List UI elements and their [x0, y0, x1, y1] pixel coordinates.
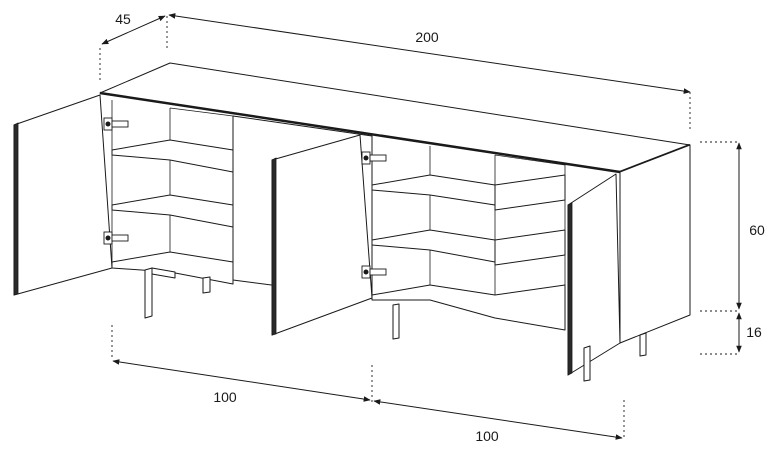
leg-height-label: 16: [746, 324, 762, 340]
middle-door: [271, 134, 373, 336]
right-side-panel: [619, 144, 691, 344]
body-height-label: 60: [749, 222, 765, 238]
hinge-icon: [361, 151, 387, 165]
module-right-label: 100: [475, 428, 499, 444]
legs: [144, 267, 647, 382]
hinge-icon: [103, 231, 129, 245]
module-left-label: 100: [213, 389, 237, 405]
right-door: [567, 173, 621, 376]
left-door: [13, 94, 113, 296]
hinge-icon: [103, 117, 129, 131]
hinge-icons: [103, 117, 387, 279]
depth-label: 45: [115, 11, 131, 27]
width-label: 200: [415, 29, 439, 45]
hinge-icon: [361, 265, 387, 279]
right-compartment: [371, 154, 566, 331]
left-compartment: [111, 107, 234, 285]
dimension-lines: [99, 13, 742, 440]
